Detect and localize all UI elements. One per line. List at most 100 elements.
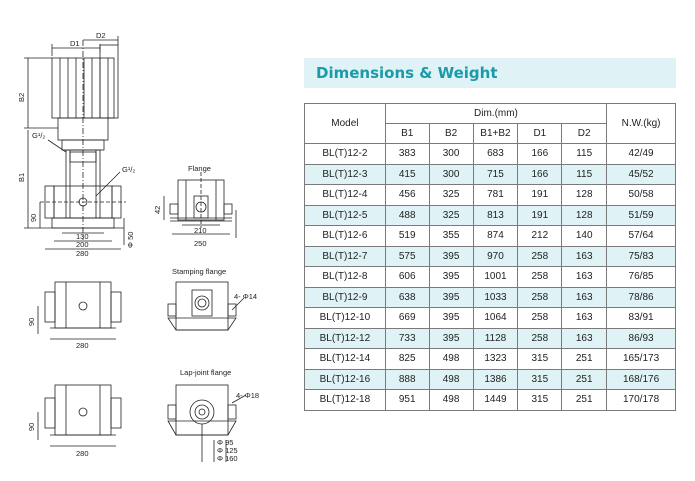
cell-nw: 83/91 bbox=[606, 307, 676, 329]
cell-model: BL(T)12-14 bbox=[304, 348, 386, 370]
cell-model: BL(T)12-6 bbox=[304, 225, 386, 247]
cell-d2: 163 bbox=[561, 307, 608, 329]
cell-nw: 50/58 bbox=[606, 184, 676, 206]
lap-joint-front-view bbox=[54, 384, 112, 436]
cell-b1: 606 bbox=[384, 266, 430, 288]
cell-b1b2: 1033 bbox=[472, 286, 519, 308]
cell-model: BL(T)12-16 bbox=[304, 368, 386, 390]
label-holes-14: 4- Φ14 bbox=[234, 292, 257, 301]
label-stamping-flange: Stamping flange bbox=[172, 267, 226, 276]
cell-nw: 168/176 bbox=[606, 368, 676, 390]
pump-dimension-drawing: D1 D2 B2 B1 G¹/₂ G¹/₂ 90 130 200 280 Φ 5… bbox=[17, 31, 259, 463]
label-b1: B1 bbox=[17, 173, 26, 182]
cell-d2: 115 bbox=[561, 143, 608, 165]
label-130: 130 bbox=[76, 232, 89, 241]
cell-b1b2: 1001 bbox=[472, 266, 519, 288]
cell-d1: 258 bbox=[517, 266, 563, 288]
cell-b2: 300 bbox=[428, 163, 474, 185]
cell-d2: 115 bbox=[561, 163, 608, 185]
cell-b1b2: 874 bbox=[472, 225, 519, 247]
cell-nw: 45/52 bbox=[606, 163, 676, 185]
cell-nw: 42/49 bbox=[606, 143, 676, 165]
cell-model: BL(T)12-2 bbox=[304, 143, 386, 165]
header-model: Model bbox=[304, 103, 386, 144]
cell-nw: 57/64 bbox=[606, 225, 676, 247]
label-holes-18: 4- Φ18 bbox=[236, 391, 259, 400]
label-250: 250 bbox=[194, 239, 207, 248]
cell-d1: 166 bbox=[517, 163, 563, 185]
label-210: 210 bbox=[194, 226, 207, 235]
label-90c: 90 bbox=[27, 423, 36, 431]
header-b2: B2 bbox=[428, 123, 474, 144]
cell-d2: 163 bbox=[561, 327, 608, 349]
cell-b1: 888 bbox=[384, 368, 430, 390]
cell-d1: 258 bbox=[517, 245, 563, 267]
label-d2: D2 bbox=[96, 31, 106, 40]
cell-b1: 669 bbox=[384, 307, 430, 329]
cell-b2: 300 bbox=[428, 143, 474, 165]
cell-b1b2: 1386 bbox=[472, 368, 519, 390]
label-200: 200 bbox=[76, 240, 89, 249]
cell-b1: 951 bbox=[384, 389, 430, 411]
terminal-box bbox=[99, 44, 119, 119]
cell-b1b2: 813 bbox=[472, 204, 519, 226]
cell-d1: 258 bbox=[517, 286, 563, 308]
cell-d2: 163 bbox=[561, 286, 608, 308]
cell-d2: 128 bbox=[561, 184, 608, 206]
cell-b1b2: 1064 bbox=[472, 307, 519, 329]
header-dim: Dim.(mm) bbox=[384, 103, 608, 124]
cell-model: BL(T)12-9 bbox=[304, 286, 386, 308]
cell-b1b2: 715 bbox=[472, 163, 519, 185]
cell-b1: 415 bbox=[384, 163, 430, 185]
cell-d1: 212 bbox=[517, 225, 563, 247]
cell-b2: 498 bbox=[428, 389, 474, 411]
cell-b1: 456 bbox=[384, 184, 430, 206]
cell-d2: 163 bbox=[561, 245, 608, 267]
stamping-side-view bbox=[175, 281, 229, 331]
cell-model: BL(T)12-10 bbox=[304, 307, 386, 329]
cell-d2: 251 bbox=[561, 389, 608, 411]
cell-b1: 825 bbox=[384, 348, 430, 370]
label-90: 90 bbox=[29, 214, 38, 222]
cell-model: BL(T)12-3 bbox=[304, 163, 386, 185]
header-b1: B1 bbox=[384, 123, 430, 144]
cell-b2: 395 bbox=[428, 307, 474, 329]
cell-nw: 51/59 bbox=[606, 204, 676, 226]
header-d2: D2 bbox=[561, 123, 608, 144]
dimensions-table: Model Dim.(mm) N.W.(kg) B1 B2 B1+B2 D1 D… bbox=[304, 103, 676, 411]
cell-nw: 76/85 bbox=[606, 266, 676, 288]
section-title-bar: Dimensions & Weight bbox=[304, 58, 676, 88]
cell-b1b2: 781 bbox=[472, 184, 519, 206]
cell-b1: 519 bbox=[384, 225, 430, 247]
cell-d1: 315 bbox=[517, 389, 563, 411]
header-d1: D1 bbox=[517, 123, 563, 144]
cell-d2: 140 bbox=[561, 225, 608, 247]
cell-d1: 191 bbox=[517, 184, 563, 206]
cell-b2: 325 bbox=[428, 204, 474, 226]
cell-model: BL(T)12-18 bbox=[304, 389, 386, 411]
cell-b1b2: 1323 bbox=[472, 348, 519, 370]
cell-b2: 498 bbox=[428, 348, 474, 370]
section-title: Dimensions & Weight bbox=[316, 64, 498, 82]
cell-d1: 191 bbox=[517, 204, 563, 226]
cell-d1: 258 bbox=[517, 327, 563, 349]
cell-model: BL(T)12-8 bbox=[304, 266, 386, 288]
cell-nw: 170/178 bbox=[606, 389, 676, 411]
cell-nw: 75/83 bbox=[606, 245, 676, 267]
cell-b2: 395 bbox=[428, 266, 474, 288]
cell-nw: 86/93 bbox=[606, 327, 676, 349]
cell-d2: 251 bbox=[561, 368, 608, 390]
cell-b2: 355 bbox=[428, 225, 474, 247]
cell-b1b2: 683 bbox=[472, 143, 519, 165]
cell-d2: 128 bbox=[561, 204, 608, 226]
label-b2: B2 bbox=[17, 93, 26, 102]
